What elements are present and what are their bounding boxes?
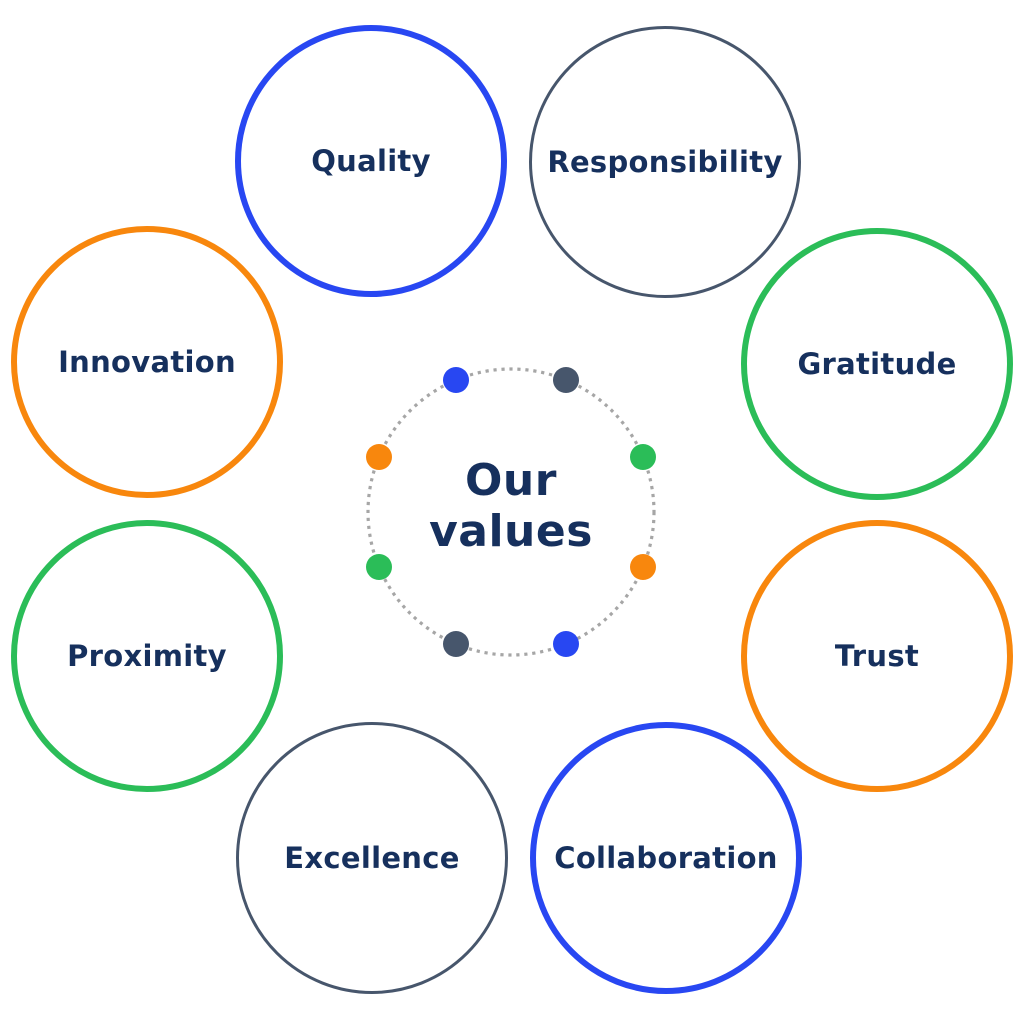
value-label-proximity: Proximity bbox=[67, 639, 227, 673]
value-circle-responsibility: Responsibility bbox=[529, 26, 801, 298]
diagram-title-line1: Our bbox=[465, 455, 557, 506]
center-dot-gratitude bbox=[630, 444, 656, 470]
value-label-trust: Trust bbox=[834, 639, 920, 673]
value-label-gratitude: Gratitude bbox=[797, 347, 957, 381]
center-dot-responsibility bbox=[553, 367, 579, 393]
center-dot-innovation bbox=[366, 444, 392, 470]
value-label-collaboration: Collaboration bbox=[554, 841, 778, 875]
value-label-quality: Quality bbox=[311, 144, 431, 178]
value-circle-gratitude: Gratitude bbox=[741, 228, 1013, 500]
center-dot-collaboration bbox=[553, 631, 579, 657]
value-circle-excellence: Excellence bbox=[236, 722, 508, 994]
center-dot-quality bbox=[443, 367, 469, 393]
center-dot-trust bbox=[630, 554, 656, 580]
value-circle-collaboration: Collaboration bbox=[530, 722, 802, 994]
diagram-title: Our values bbox=[361, 455, 661, 557]
value-circle-quality: Quality bbox=[235, 25, 507, 297]
value-label-excellence: Excellence bbox=[284, 841, 460, 875]
value-circle-proximity: Proximity bbox=[11, 520, 283, 792]
value-label-innovation: Innovation bbox=[58, 345, 236, 379]
center-dot-proximity bbox=[366, 554, 392, 580]
value-label-responsibility: Responsibility bbox=[547, 145, 783, 179]
value-circle-trust: Trust bbox=[741, 520, 1013, 792]
value-circle-innovation: Innovation bbox=[11, 226, 283, 498]
center-dot-excellence bbox=[443, 631, 469, 657]
diagram-title-line2: values bbox=[429, 506, 593, 558]
